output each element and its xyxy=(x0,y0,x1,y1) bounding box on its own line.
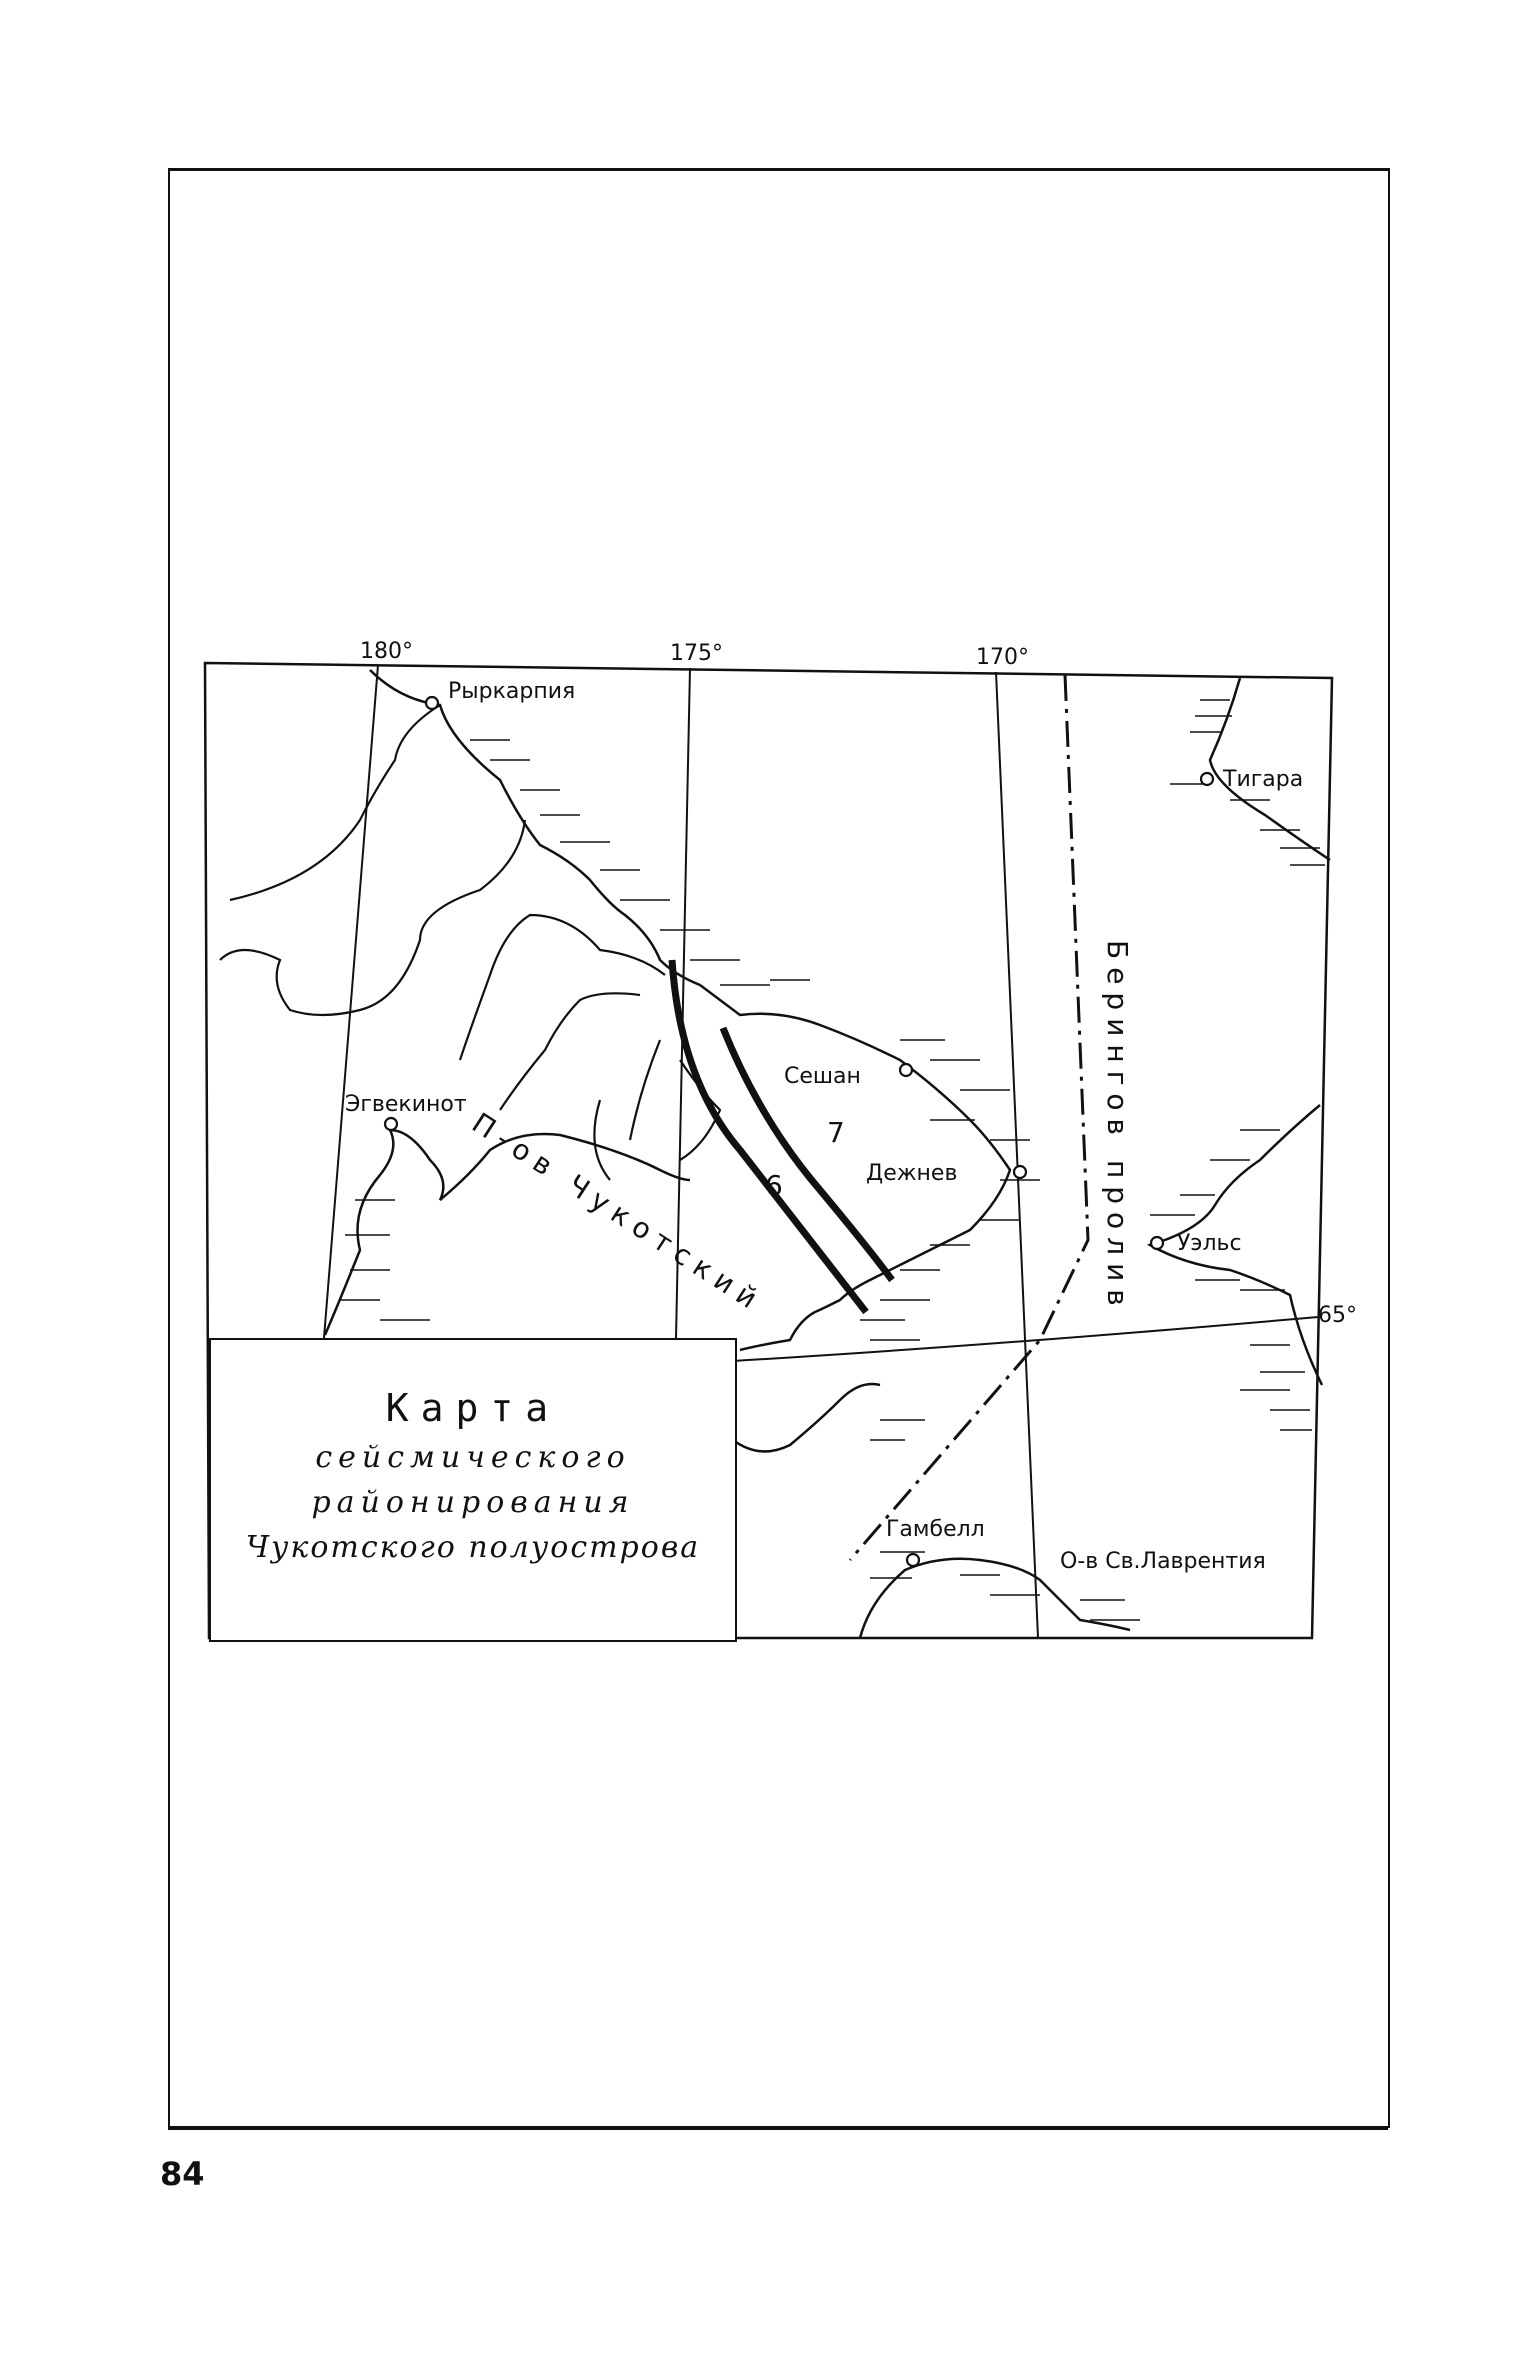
meridian-175 xyxy=(675,667,691,1339)
settlement-markers xyxy=(383,695,1215,1568)
place-rirkarpia: Рыркарпия xyxy=(448,679,575,704)
settlement-egvekinot-marker xyxy=(383,1116,399,1132)
place-gambell: Гамбелл xyxy=(886,1517,985,1542)
east-shore-hatching xyxy=(770,979,1040,1441)
meridian-180-label: 180° xyxy=(360,639,413,664)
meridian-170 xyxy=(995,671,1039,1639)
place-seshan: Сешан xyxy=(784,1064,861,1089)
zone-boundary-east xyxy=(719,1026,895,1283)
settlement-tigara-marker xyxy=(1199,771,1215,787)
settlement-seshan-marker xyxy=(898,1062,914,1078)
zone-label-7: 7 xyxy=(827,1116,845,1149)
parallel-65-label: 65° xyxy=(1318,1303,1357,1328)
anadyr-gulf-coast xyxy=(732,1382,881,1453)
page-bottom-rule xyxy=(168,2126,1388,2130)
chukotka-south-coast xyxy=(323,1128,691,1336)
page-frame xyxy=(168,168,1390,2128)
page-number: 84 xyxy=(160,2155,205,2193)
peninsula-label: П-ов Чукотский xyxy=(466,1106,770,1319)
zone-boundary-west xyxy=(668,959,869,1315)
chukotka-east-peninsula xyxy=(699,983,1012,1352)
map-title-box: Карта сейсмического районирования Чукотс… xyxy=(209,1338,737,1642)
strait-label: Берингов пролив xyxy=(1101,940,1134,1314)
place-tigara: Тигара xyxy=(1222,767,1303,792)
alaska-coastline xyxy=(1146,677,1331,1386)
place-uels: Уэльс xyxy=(1177,1231,1242,1256)
international-border xyxy=(848,674,1090,1561)
alaska-shore-hatching xyxy=(1150,699,1325,1431)
island-hatching xyxy=(870,1551,1140,1621)
north-shore-hatching xyxy=(470,739,770,986)
meridian-170-label: 170° xyxy=(976,645,1029,670)
rivers xyxy=(219,704,722,1181)
map-title-line-4: Чукотского полуострова xyxy=(245,1530,701,1565)
map-frame xyxy=(203,661,1334,1640)
zone-label-6: 6 xyxy=(765,1169,783,1202)
map-title-line-3: районирования xyxy=(311,1485,635,1520)
page-top-rule xyxy=(168,168,1388,171)
settlement-uels-marker xyxy=(1149,1235,1165,1251)
place-st-lawrence: О-в Св.Лаврентия xyxy=(1060,1549,1266,1574)
settlement-dezhnev-marker xyxy=(1012,1164,1028,1180)
map-title-line-2: сейсмического xyxy=(315,1440,631,1475)
place-egvekinot: Эгвекинот xyxy=(345,1092,467,1117)
settlement-gambell-marker xyxy=(905,1552,921,1568)
map-title-line-1: Карта xyxy=(385,1386,561,1430)
place-dezhnev: Дежнев xyxy=(866,1161,957,1186)
meridian-180 xyxy=(323,664,379,1339)
parallel-65 xyxy=(732,1316,1319,1362)
st-lawrence-island xyxy=(858,1557,1131,1639)
meridian-175-label: 175° xyxy=(670,641,723,666)
south-shore-hatching xyxy=(340,1199,430,1321)
settlement-rirkarpia-marker xyxy=(424,695,440,711)
